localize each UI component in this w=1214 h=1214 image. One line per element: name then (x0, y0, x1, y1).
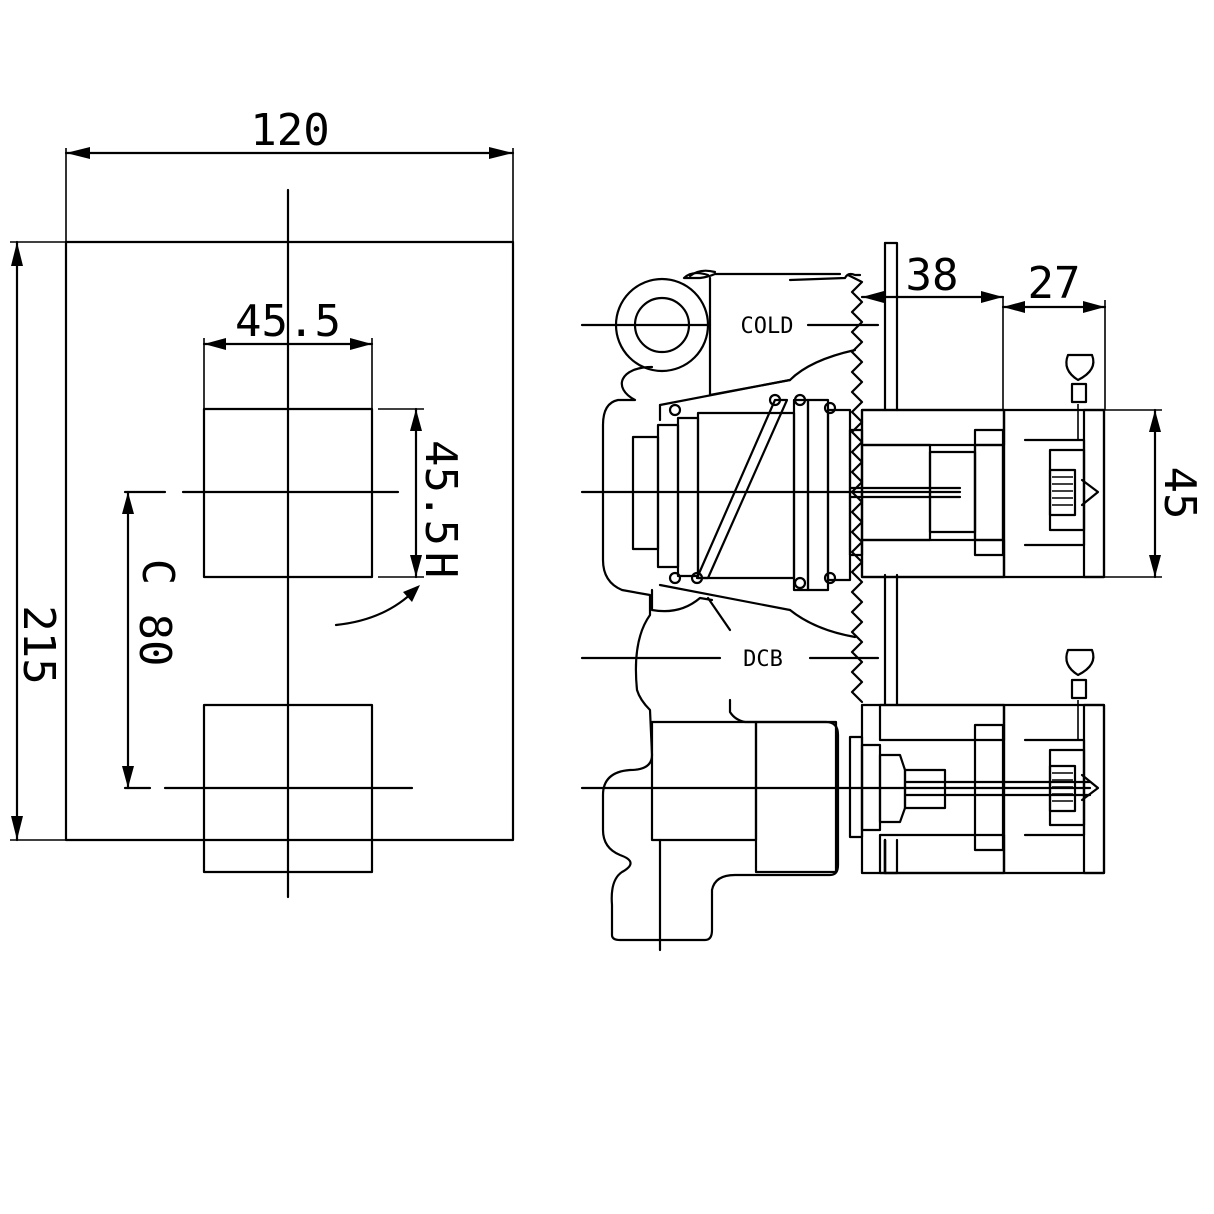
depth-dimension-27: 27 (1001, 258, 1107, 410)
handle-height-dimension: 45.5 (378, 407, 466, 579)
depth-dim-38-label: 38 (906, 250, 959, 301)
cover-plate (64, 240, 515, 842)
cold-mark: C (132, 559, 183, 586)
handle-width-label: 45.5 (235, 296, 341, 347)
lower-cartridge (650, 720, 758, 842)
handle-width-dimension: 45.5 (202, 296, 374, 409)
handle-height-label: 45.5 (415, 440, 466, 546)
width-dimension: 120 (64, 105, 515, 242)
upper-shroud (860, 408, 1006, 579)
side-view: COLD DCB (580, 241, 1205, 952)
cold-label: COLD (741, 314, 794, 339)
rotation-arrow (334, 588, 417, 627)
centers-dimension: 80 C H (122, 490, 466, 790)
handle-depth-label: 45 (1154, 467, 1205, 520)
width-dim-label: 120 (250, 105, 329, 156)
depth-dim-27-label: 27 (1028, 258, 1081, 309)
hot-mark: H (415, 552, 466, 579)
upper-handle-side (1002, 408, 1106, 579)
height-dim-label: 215 (13, 605, 64, 684)
handle-depth-dimension: 45 (1104, 408, 1205, 579)
front-view: 120 215 45.5 (10, 105, 515, 899)
centers-dim-label: 80 (129, 614, 180, 667)
height-dimension: 215 (10, 240, 66, 842)
valve-body (601, 365, 840, 942)
dcb-label: DCB (743, 647, 783, 672)
depth-dimension-38: 38 (860, 250, 1005, 410)
